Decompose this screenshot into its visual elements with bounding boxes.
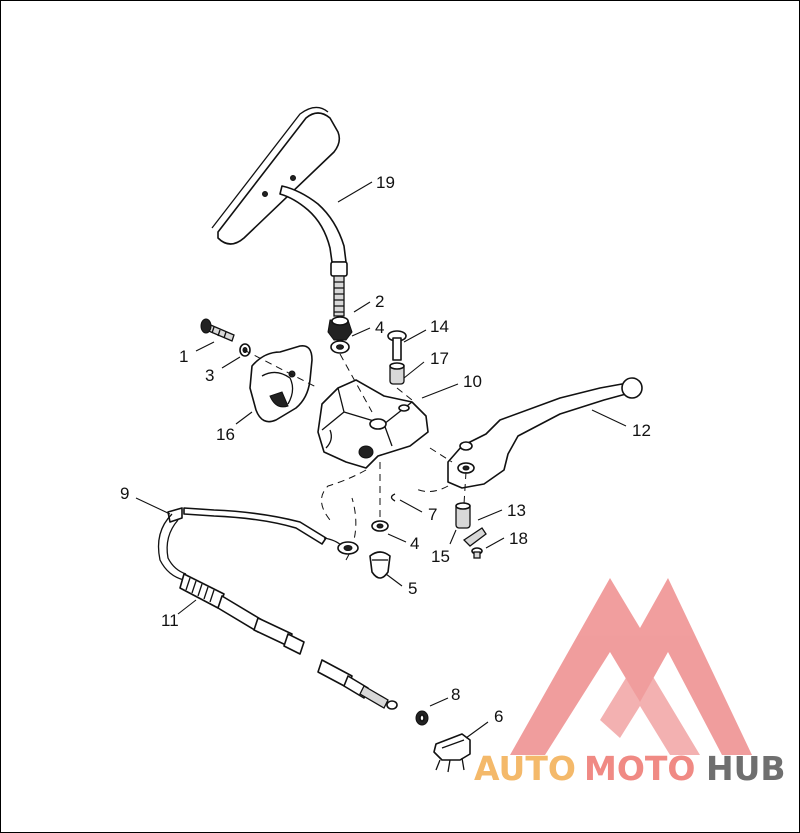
callout-3: 3 <box>205 366 214 385</box>
pivot-pin-15 <box>455 502 471 529</box>
nut-2 <box>327 316 353 341</box>
callout-11: 11 <box>161 611 179 630</box>
callout-10: 10 <box>463 372 482 391</box>
callout-labels: 1 2 3 4 4 5 6 7 8 9 10 11 12 13 14 15 16… <box>120 173 651 726</box>
callout-15: 15 <box>431 547 450 566</box>
callout-2: 2 <box>375 292 384 311</box>
watermark-hub: HUB <box>706 749 786 788</box>
pin-14 <box>387 330 407 361</box>
washer-4-top <box>330 340 350 354</box>
callout-8: 8 <box>451 685 460 704</box>
automotohub-logo <box>510 578 752 755</box>
bushing-17 <box>389 362 405 385</box>
screw-1 <box>200 318 235 342</box>
callout-14: 14 <box>430 317 449 336</box>
clutch-cable-9 <box>157 507 359 581</box>
callout-18: 18 <box>509 529 528 548</box>
watermark-auto: AUTO <box>474 749 576 788</box>
callout-6: 6 <box>494 707 503 726</box>
cable-end <box>317 659 398 710</box>
callout-13: 13 <box>507 501 526 520</box>
clamp-16 <box>249 344 313 423</box>
lever-bracket-10 <box>317 379 429 469</box>
callout-7: 7 <box>428 505 437 524</box>
screw-18 <box>471 547 483 559</box>
callout-4-top: 4 <box>375 318 384 337</box>
callout-19: 19 <box>376 173 395 192</box>
callout-16: 16 <box>216 425 235 444</box>
callout-4-bottom: 4 <box>410 534 419 553</box>
cable-adjuster-11 <box>179 573 305 655</box>
callout-5: 5 <box>408 579 417 598</box>
e-clip-7 <box>390 493 396 502</box>
cable-clip-6 <box>433 733 471 773</box>
clutch-lever-12 <box>447 377 643 489</box>
washer-8 <box>415 710 429 726</box>
pin-13 <box>462 527 487 547</box>
automotohub-watermark: AUTO MOTO HUB <box>474 749 786 788</box>
callout-9: 9 <box>120 484 129 503</box>
callout-17: 17 <box>430 349 449 368</box>
washer-4-bottom <box>371 520 389 532</box>
watermark-moto: MOTO <box>584 749 695 788</box>
callout-12: 12 <box>632 421 651 440</box>
acorn-nut-5 <box>369 551 391 579</box>
leader-lines <box>135 181 627 739</box>
callout-1: 1 <box>179 347 188 366</box>
mirror-assembly <box>211 106 348 317</box>
